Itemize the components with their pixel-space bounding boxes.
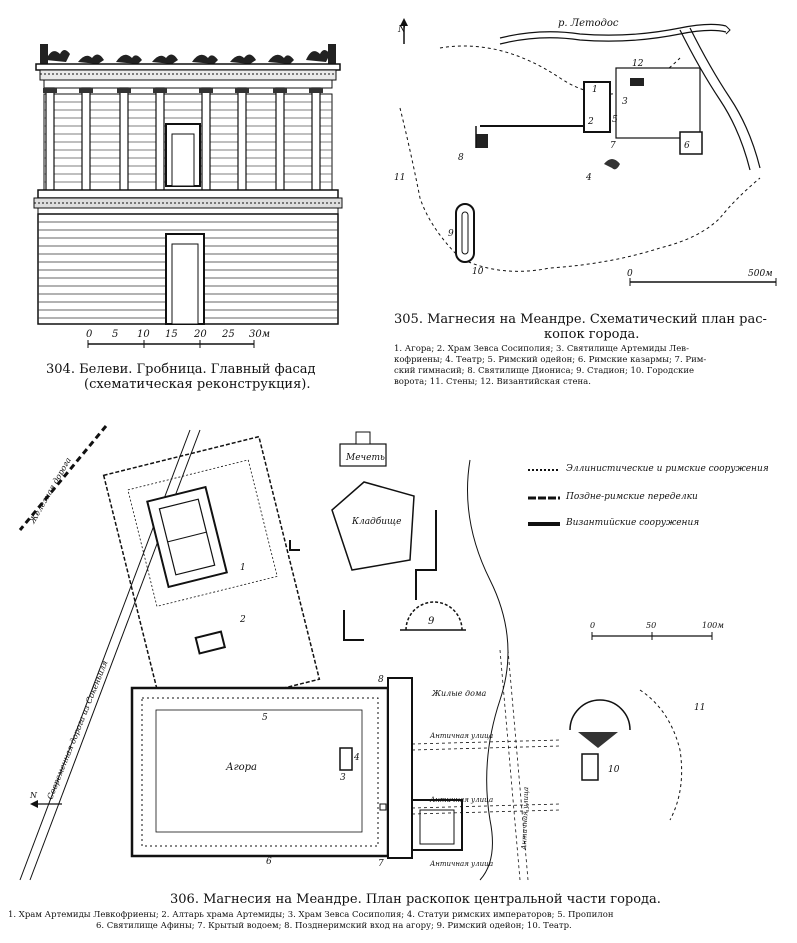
scale-tick: 15 (165, 329, 178, 340)
plan-number: 1 (240, 563, 246, 573)
scale-tick: 50 (646, 621, 656, 630)
road-label: Современная дорога из Сокеньиля (46, 659, 110, 800)
site-number: 11 (394, 173, 405, 183)
scale-tick: 20 (193, 329, 207, 340)
plan-number: 5 (262, 713, 268, 723)
cemetery-label: Кладбище (351, 516, 401, 527)
plan-number: 6 (266, 857, 272, 867)
fig305-caption: 305. Магнесия на Меандре. Схематический … (394, 312, 774, 342)
roof-sculptures (40, 44, 336, 64)
site-number: 2 (587, 117, 594, 127)
scale-tick: 0 (627, 269, 633, 279)
plan-number: 3 (340, 773, 346, 783)
legend-late-roman: Поздне-римские переделки (566, 492, 698, 502)
mosque-label: Мечеть (345, 453, 385, 463)
scale-tick: 0 (590, 621, 595, 630)
river-label: р. Летодос (558, 18, 619, 29)
legend-byzantine: Византийские сооружения (566, 518, 700, 528)
fig305-legend: 1. Агора; 2. Храм Зевса Сосиполия; 3. Св… (394, 344, 789, 388)
fig304-caption: 304. Белеви. Гробница. Главный фасад (сх… (46, 362, 366, 392)
fig306-legend-line: 1. Храм Артемиды Левкофриены; 2. Алтарь … (8, 910, 614, 920)
site-number: 8 (458, 153, 464, 163)
scale-tick: 500м (748, 269, 773, 279)
fig304-facade-drawing (33, 44, 343, 325)
fig304-caption-line1: 304. Белеви. Гробница. Главный фасад (46, 362, 316, 377)
scale-tick: 30м (249, 329, 270, 340)
north-label: N (29, 791, 38, 800)
fig305-legend-line: 1. Агора; 2. Храм Зевса Сосиполия; 3. Св… (394, 344, 689, 354)
site-number: 4 (585, 173, 592, 183)
fig305-legend-line: ворота; 11. Стены; 12. Византийская стен… (394, 377, 591, 387)
fig304-caption-line2: (схематическая реконструкция). (84, 377, 311, 392)
site-number: 1 (592, 85, 598, 95)
street-label: Античная улица (520, 787, 530, 851)
street-label: Античная улица (429, 732, 493, 740)
plan-number: 10 (608, 765, 620, 775)
site-number: 6 (684, 141, 690, 151)
scale-tick: 100м (702, 621, 724, 630)
scale-tick: 5 (112, 329, 118, 340)
fig306-caption: 306. Магнесия на Меандре. План раскопок … (170, 892, 661, 907)
fig305-site-plan: N р. Летодос 1 2 3 4 5 6 7 8 9 10 11 12 … (394, 18, 777, 286)
site-number: 5 (612, 115, 618, 125)
scale-tick: 10 (137, 329, 150, 340)
site-number: 7 (610, 141, 616, 151)
fig305-legend-line: ский гимнасий; 8. Святилище Диониса; 9. … (394, 366, 695, 376)
plan-number: 7 (378, 859, 384, 869)
plan-number: 2 (239, 615, 246, 625)
fig306-legend-line: 6. Святилище Афины; 7. Крытый водоем; 8.… (96, 921, 572, 931)
columns (45, 87, 321, 193)
houses-label: Жилые дома (431, 689, 487, 698)
street-label: Античная улица (429, 796, 493, 804)
scale-tick: 0 (86, 329, 93, 340)
scale-tick: 25 (221, 329, 235, 340)
plan-number: 4 (353, 753, 360, 763)
plan-number: 9 (428, 616, 435, 627)
fig306-excavation-plan: Железная дорога Современная дорога из Со… (18, 425, 724, 881)
fig305-caption-line1: 305. Магнесия на Меандре. Схематический … (394, 312, 767, 327)
fig304-scale-bar: 0 5 10 15 20 25 30м (86, 329, 270, 348)
fig306-legend: 1. Храм Артемиды Левкофриены; 2. Алтарь … (8, 910, 797, 932)
railway-label: Железная дорога (27, 456, 73, 526)
fig305-caption-line2: копок города. (544, 327, 640, 342)
plan-number: 8 (378, 675, 384, 685)
legend-hellenistic: Эллинистические и римские сооружения (566, 464, 769, 474)
agora-label: Агора (225, 762, 257, 773)
fig305-legend-line: кофриены; 4. Театр; 5. Римский одейон; 6… (394, 355, 707, 365)
site-number: 3 (622, 97, 628, 107)
site-number: 9 (448, 229, 454, 239)
site-number: 10 (472, 267, 484, 277)
plan-number: 11 (694, 703, 705, 713)
street-label: Античная улица (429, 860, 493, 868)
north-label: N (397, 25, 407, 35)
site-number: 12 (632, 59, 644, 69)
